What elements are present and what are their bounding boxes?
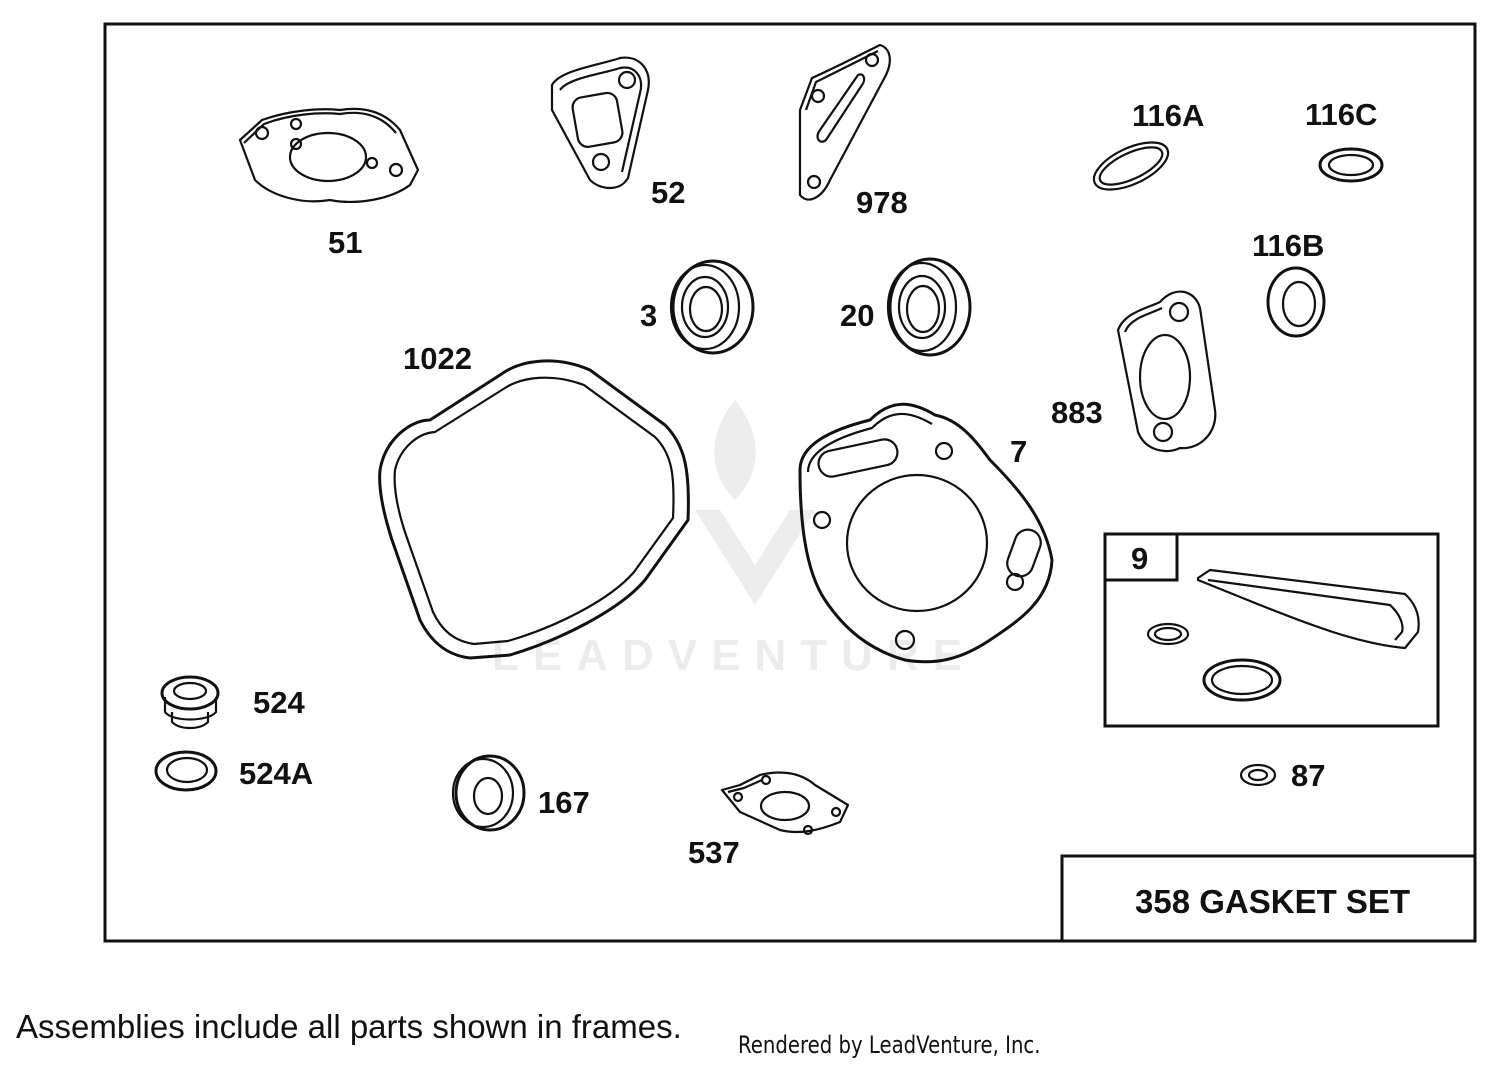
label-87[interactable]: 87 [1291, 758, 1325, 793]
part-116c-seal-ring[interactable] [1318, 147, 1384, 183]
part-116b-seal-ring[interactable] [1266, 266, 1326, 338]
label-3[interactable]: 3 [640, 298, 657, 333]
part-167-grommet[interactable] [451, 754, 526, 832]
part-52-gasket[interactable] [550, 56, 650, 190]
label-978[interactable]: 978 [856, 185, 908, 220]
watermark-text: LEADVENTURE [492, 631, 976, 680]
label-52[interactable]: 52 [651, 175, 685, 210]
part-87-washer[interactable] [1239, 763, 1277, 787]
part-537-gasket[interactable] [720, 771, 850, 836]
frames-footnote: Assemblies include all parts shown in fr… [16, 1008, 682, 1045]
part-883-gasket[interactable] [1116, 290, 1217, 453]
label-116c[interactable]: 116C [1305, 97, 1377, 132]
label-51[interactable]: 51 [328, 225, 362, 260]
assembly-title: 358 GASKET SET [1135, 883, 1410, 920]
label-883[interactable]: 883 [1051, 395, 1103, 430]
diagram-frame [103, 22, 1477, 943]
part-3-oil-seal[interactable] [669, 259, 755, 355]
part-20-oil-seal[interactable] [886, 257, 972, 357]
label-9[interactable]: 9 [1131, 541, 1148, 576]
kit-9-frame[interactable] [1103, 532, 1440, 728]
part-524-plug[interactable] [160, 675, 220, 730]
leadventure-watermark-logo: LEADVENTURE [492, 400, 976, 680]
label-7[interactable]: 7 [1010, 434, 1027, 469]
assembly-title-box: 358 GASKET SET [1060, 854, 1475, 941]
label-1022[interactable]: 1022 [403, 341, 472, 376]
part-978-gasket[interactable] [798, 43, 891, 201]
part-7-cylinder-head-gasket[interactable] [798, 402, 1054, 664]
label-20[interactable]: 20 [840, 298, 874, 333]
label-524[interactable]: 524 [253, 685, 305, 720]
part-524a-ring[interactable] [154, 750, 218, 792]
label-537[interactable]: 537 [688, 835, 740, 870]
label-167[interactable]: 167 [538, 785, 590, 820]
label-524a[interactable]: 524A [239, 756, 313, 791]
label-116b[interactable]: 116B [1252, 228, 1324, 263]
render-credit: Rendered by LeadVenture, Inc. [738, 1031, 1041, 1059]
part-1022-rocker-cover-gasket[interactable] [378, 359, 690, 660]
part-116a-seal-ring[interactable] [1087, 133, 1175, 199]
part-51-gasket[interactable] [238, 107, 420, 203]
label-116a[interactable]: 116A [1132, 98, 1204, 133]
